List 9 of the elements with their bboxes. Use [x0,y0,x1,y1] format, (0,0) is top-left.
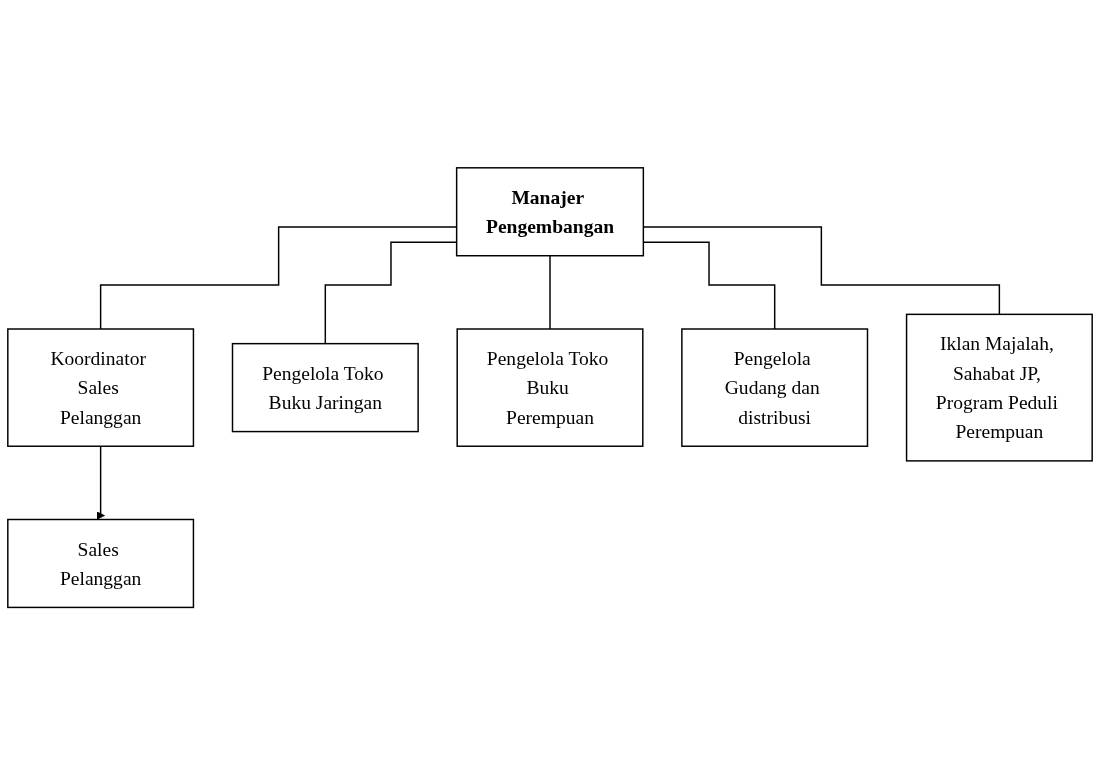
node-box: Pengelola Toko Buku Perempuan [456,328,644,448]
node-box: Koordinator Sales Pelanggan [7,328,195,448]
arrow [96,445,105,521]
node-box: Manajer Pengembangan [455,167,645,257]
node-box: Sales Pelanggan [7,519,195,609]
connector [549,255,551,331]
node-box: Pengelola Gudang dan distribusi [681,328,869,448]
node-box: Pengelola Toko Buku Jaringan [231,343,419,433]
node-box: Iklan Majalah, Sahabat JP, Program Peduli Perempuan [905,314,1093,462]
